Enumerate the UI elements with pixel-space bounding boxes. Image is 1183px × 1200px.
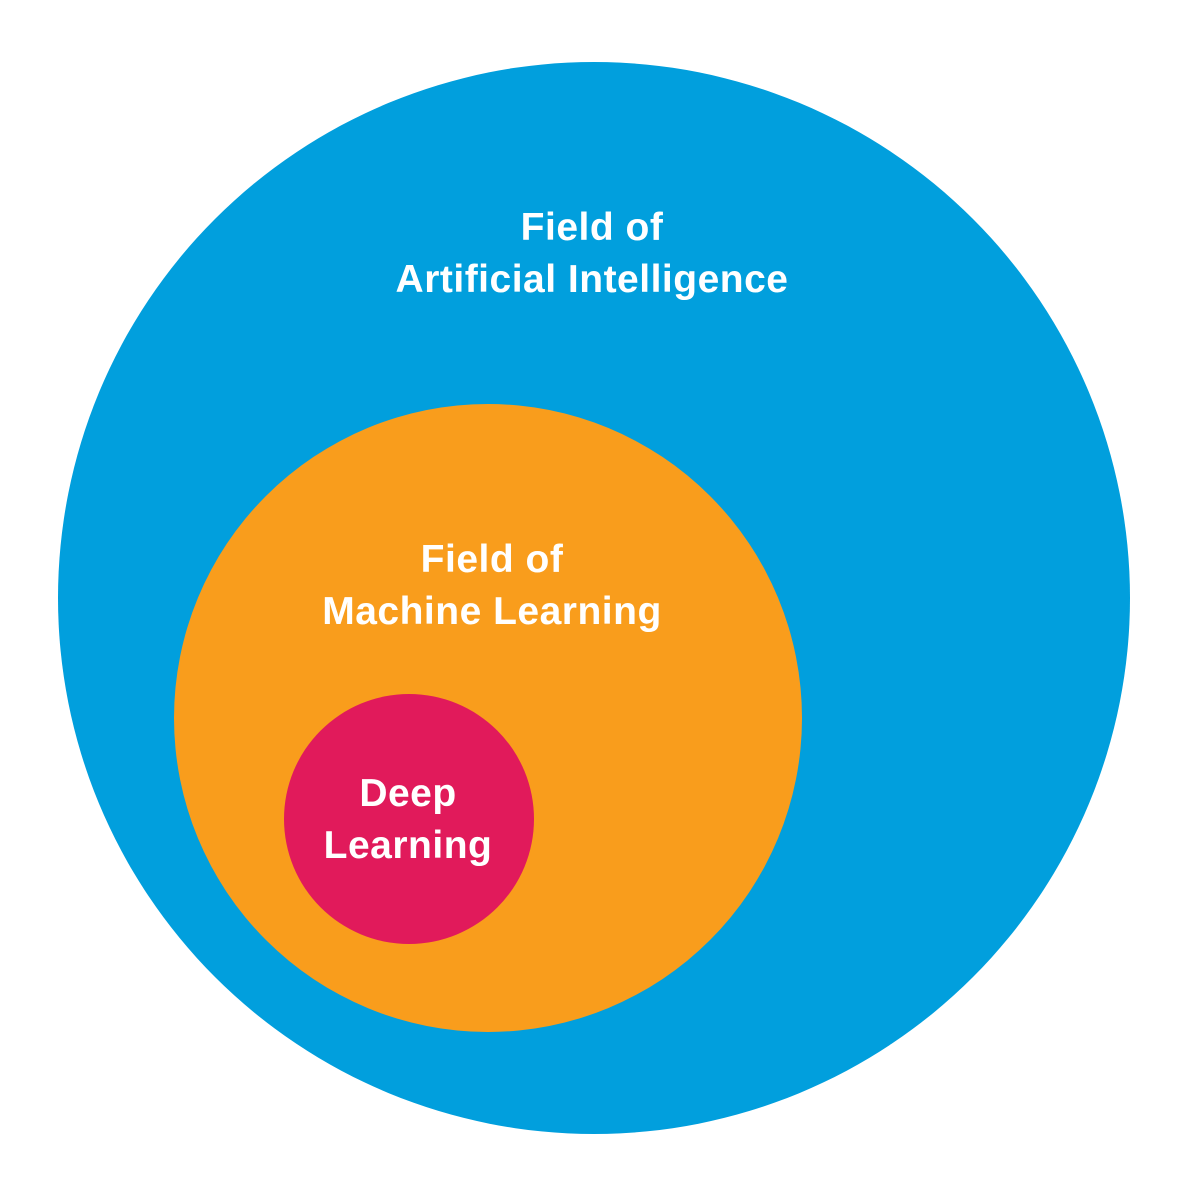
dl-field-label-line1: Deep: [359, 772, 457, 815]
dl-field-circle: [284, 694, 534, 944]
ml-field-label-line1: Field of: [420, 538, 564, 581]
ml-field-label: Field of Machine Learning: [322, 534, 662, 638]
ml-field-circle: [174, 404, 802, 1032]
dl-field-label-line2: Learning: [323, 824, 493, 867]
ai-field-label: Field of Artificial Intelligence: [396, 202, 789, 306]
ai-field-label-line2: Artificial Intelligence: [395, 258, 789, 301]
ml-field-label-line2: Machine Learning: [322, 590, 662, 633]
dl-field-label: Deep Learning: [324, 768, 493, 872]
ai-field-label-line1: Field of: [520, 206, 664, 249]
